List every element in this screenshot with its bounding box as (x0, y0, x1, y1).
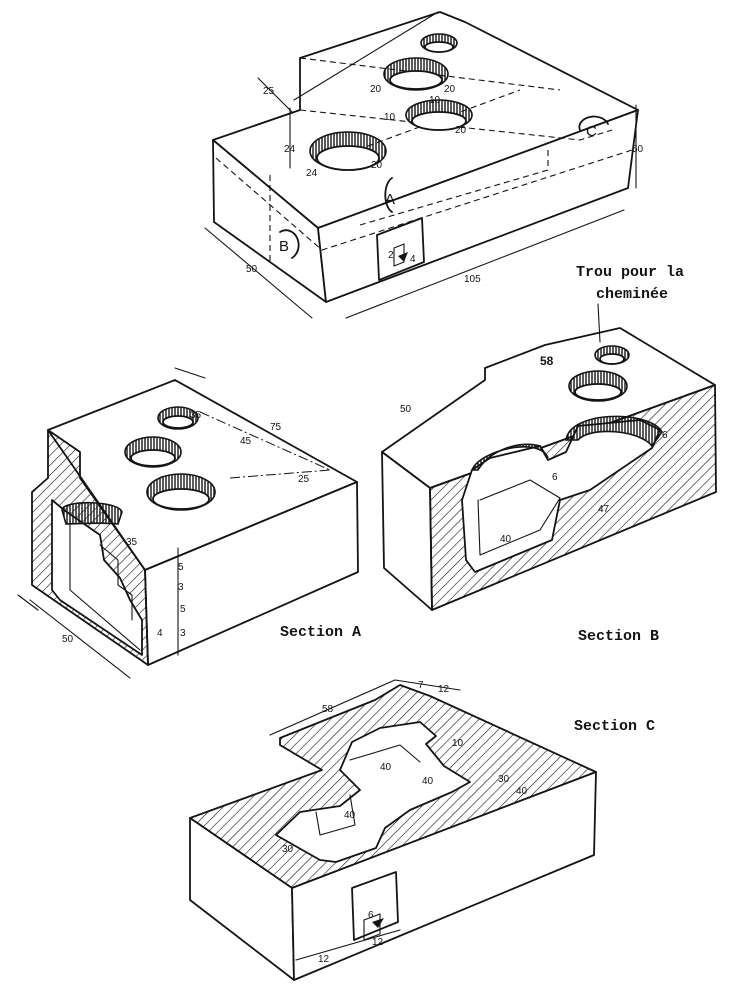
dim-text: 5 (180, 604, 186, 615)
dim-text: 10 (384, 112, 396, 123)
hole-middle-rim (411, 111, 467, 131)
hole-rim (130, 449, 176, 467)
dim-text: 50 (400, 404, 412, 415)
dim-text: 24 (284, 144, 296, 155)
dim-text: 40 (344, 810, 356, 821)
dim-text: 10 (429, 95, 441, 106)
section-b-title: Section B (578, 628, 659, 645)
dim-text: 40 (500, 534, 512, 545)
dim-text: 10 (452, 738, 464, 749)
dim-text: 47 (598, 504, 610, 515)
dim-text: 3 (178, 582, 184, 593)
top-dimension-lines (204, 11, 637, 319)
dim-text: 3 (180, 628, 186, 639)
dim-text: 75 (270, 422, 282, 433)
annotation-leader (597, 303, 601, 343)
section-c-view: 58 7 12 40 40 10 30 40 30 40 6 12 12 Sec… (189, 679, 655, 981)
section-a-cut-bore (61, 501, 123, 525)
dim-text: 50 (632, 144, 644, 155)
dim-text: 58 (322, 704, 334, 715)
dim-text: 24 (306, 168, 318, 179)
dim-text: 40 (422, 776, 434, 787)
dim-text: 12 (372, 937, 384, 948)
dim-text: 6 (368, 910, 374, 921)
section-b-bore-left (470, 443, 549, 471)
dim-text: 35 (190, 410, 202, 421)
dim-text: 4 (157, 628, 163, 639)
section-callout-c: C (578, 115, 609, 140)
dim-text: 35 (126, 537, 138, 548)
dim-text: 50 (62, 634, 74, 645)
dim-text: 105 (464, 274, 481, 285)
hole-large-rim (316, 145, 380, 171)
dim-text: 25 (263, 86, 275, 97)
hole-rim (152, 488, 210, 510)
firebox-opening (376, 217, 425, 281)
hole-rim (574, 383, 622, 401)
chimney-holes (309, 33, 473, 171)
section-a-title: Section A (280, 624, 361, 641)
callout-c-label: C (586, 123, 597, 140)
dim-text: 20 (455, 125, 467, 136)
dim-text: 12 (438, 684, 450, 695)
section-b-bore-right (565, 415, 663, 448)
section-c-firebox-opening (351, 871, 399, 941)
section-c-title: Section C (574, 718, 655, 735)
section-a-view: 35 75 25 45 50 35 5 3 5 4 3 Section A (17, 367, 361, 679)
chimney-annotation: Trou pour la cheminée (576, 264, 693, 303)
dim-text: 40 (380, 762, 392, 773)
dim-text: 20 (370, 84, 382, 95)
dim-text: 58 (540, 354, 554, 368)
callout-a-label: A (385, 191, 395, 208)
section-callout-a: A (384, 177, 395, 213)
hole-upper-rim (389, 70, 443, 90)
dim-text: 6 (552, 472, 558, 483)
dim-text: 30 (282, 844, 294, 855)
callout-b-label: B (279, 238, 289, 255)
dim-text: 5 (178, 562, 184, 573)
dim-text: 50 (246, 264, 258, 275)
dim-text: 45 (240, 436, 252, 447)
chimney-annotation-line-1: Trou pour la (576, 264, 684, 281)
top-block-view: A B C 25 50 105 50 24 20 20 20 20 10 10 (204, 11, 644, 319)
dim-text: 20 (371, 160, 383, 171)
section-c-cavity (275, 721, 471, 863)
dim-text: 20 (444, 84, 456, 95)
dim-text: 4 (410, 254, 416, 265)
section-a-cavity (51, 499, 143, 656)
dim-text: 25 (298, 474, 310, 485)
arrow-marker-icon (372, 918, 384, 928)
section-b-view: Trou pour la cheminée 58 40 6 50 47 6 Se… (381, 264, 717, 645)
dim-text: 2 (388, 250, 394, 261)
hole-chimney-small-rim (424, 41, 454, 53)
hole-rim (599, 353, 625, 365)
hole-rim (162, 415, 194, 429)
dim-text: 40 (516, 786, 528, 797)
chimney-annotation-line-2: cheminée (596, 286, 668, 303)
arrow-marker-icon (398, 252, 408, 262)
dim-text: 30 (498, 774, 510, 785)
dim-text: 12 (318, 954, 330, 965)
section-callout-b: B (279, 229, 300, 259)
dim-text: 6 (662, 430, 668, 441)
dim-text: 7 (418, 680, 424, 691)
